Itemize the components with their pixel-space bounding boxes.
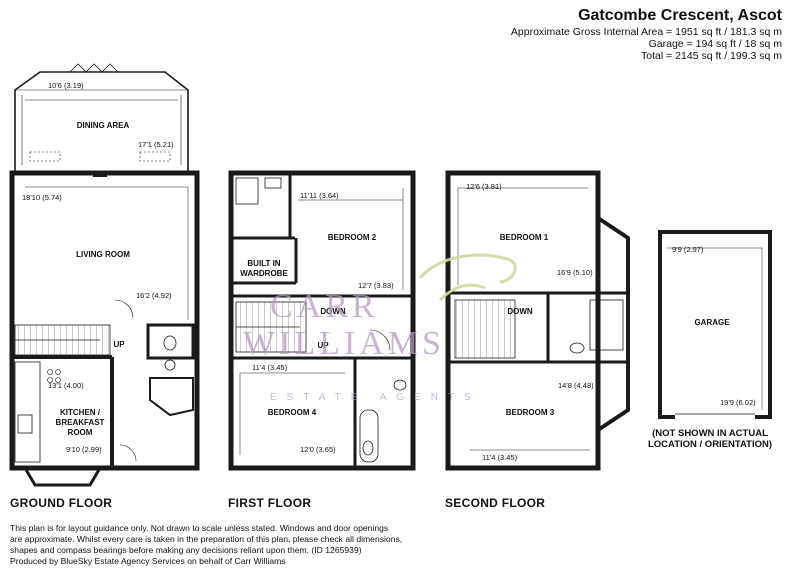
- room-label-garage: GARAGE: [694, 318, 730, 327]
- stair-label-up-ground: UP: [113, 340, 125, 349]
- room-label-bedroom-1: BEDROOM 1: [500, 233, 549, 242]
- dim-dining-length: 17'1 (5.21): [138, 140, 174, 149]
- dim-bedroom1-length: 16'9 (5.10): [557, 268, 593, 277]
- area-line-total: Total = 2145 sq ft / 199.3 sq m: [641, 50, 782, 62]
- garage-note-line-1: (NOT SHOWN IN ACTUAL: [652, 428, 768, 439]
- floor-label-ground: GROUND FLOOR: [10, 496, 113, 510]
- disclaimer-line-1: This plan is for layout guidance only. N…: [10, 523, 389, 533]
- room-label-bedroom-4: BEDROOM 4: [268, 408, 317, 417]
- area-line-internal: Approximate Gross Internal Area = 1951 s…: [510, 26, 782, 38]
- ground-floor-plan: [9, 63, 200, 487]
- garage-note-line-2: LOCATION / ORIENTATION): [647, 439, 772, 450]
- stair-label-down-second: DOWN: [507, 307, 533, 316]
- watermark-subtitle: ESTATE AGENTS: [270, 392, 481, 403]
- area-line-garage: Garage = 194 sq ft / 18 sq m: [648, 38, 782, 50]
- first-floor-plan: [228, 170, 416, 471]
- dim-bedroom2-length: 12'7 (3.83): [358, 281, 394, 290]
- disclaimer: This plan is for layout guidance only. N…: [10, 523, 450, 567]
- dim-bedroom2-width: 11'11 (3.64): [300, 191, 339, 200]
- disclaimer-line-2: are approximate. Whilst every care is ta…: [10, 534, 403, 544]
- stair-label-down-first: DOWN: [320, 307, 346, 316]
- dim-garage-width: 9'9 (2.97): [672, 245, 704, 254]
- room-label-bedroom-3: BEDROOM 3: [506, 408, 555, 417]
- disclaimer-line-4: Produced by BlueSky Estate Agency Servic…: [10, 556, 286, 566]
- room-label-wardrobe-2: WARDROBE: [240, 269, 288, 278]
- dim-living-length: 16'2 (4.92): [136, 291, 172, 300]
- room-label-living: LIVING ROOM: [76, 250, 130, 259]
- floor-label-second: SECOND FLOOR: [445, 496, 546, 510]
- disclaimer-line-3: shapes and compass bearings before makin…: [10, 545, 362, 555]
- room-label-dining: DINING AREA: [77, 121, 130, 130]
- dim-bedroom4-length: 12'0 (3.65): [300, 445, 336, 454]
- room-label-wardrobe-1: BUILT IN: [247, 259, 280, 268]
- watermark-line-2: WILLIAMS: [243, 325, 445, 362]
- dim-kitchen-width: 13'1 (4.00): [48, 381, 84, 390]
- plan-title: Gatcombe Crescent, Ascot: [578, 7, 782, 24]
- room-label-bedroom-2: BEDROOM 2: [328, 233, 377, 242]
- watermark-logo-icon: [418, 253, 517, 302]
- dim-kitchen-length: 9'10 (2.99): [66, 445, 102, 454]
- stair-label-up-first: UP: [317, 341, 329, 350]
- dim-bedroom3-length: 11'4 (3.45): [482, 453, 518, 462]
- dim-dining-width: 10'6 (3.19): [48, 81, 84, 90]
- dim-bedroom4-width: 11'4 (3.45): [252, 363, 288, 372]
- header: Gatcombe Crescent, Ascot Approximate Gro…: [511, 6, 782, 62]
- room-label-kitchen-3: ROOM: [68, 428, 93, 437]
- second-floor-plan: [445, 170, 630, 471]
- dim-living-width: 18'10 (5.74): [22, 193, 62, 202]
- garage-plan: [658, 230, 772, 420]
- room-label-kitchen-2: BREAKFAST: [56, 418, 105, 427]
- garage-note: (NOT SHOWN IN ACTUAL LOCATION / ORIENTAT…: [640, 428, 780, 450]
- dim-bedroom1-width: 12'6 (3.81): [466, 182, 502, 191]
- watermark-line-1: CARR: [270, 288, 379, 325]
- dim-garage-length: 19'9 (6.02): [720, 398, 756, 407]
- room-label-kitchen-1: KITCHEN /: [60, 408, 101, 417]
- dim-bedroom3-width: 14'8 (4.48): [558, 381, 594, 390]
- floor-label-first: FIRST FLOOR: [228, 496, 312, 510]
